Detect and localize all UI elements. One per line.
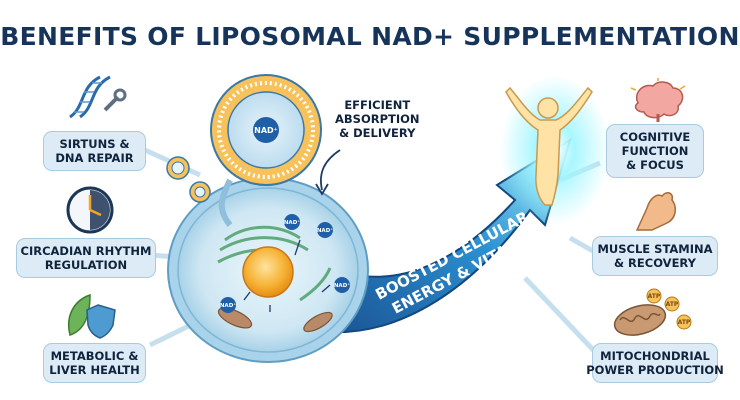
svg-text:ATP: ATP	[648, 293, 661, 300]
liposome-nad	[253, 117, 279, 143]
dna-wrench-icon	[69, 75, 127, 119]
liposome-ring	[217, 81, 315, 179]
svg-text:NAD⁺: NAD⁺	[220, 302, 236, 309]
svg-text:NAD⁺: NAD⁺	[334, 282, 350, 289]
clock-icon	[66, 186, 114, 234]
page-title: BENEFITS OF LIPOSOMAL NAD+ SUPPLEMENTATI…	[0, 22, 740, 51]
cell-mitochondria	[217, 307, 333, 333]
callout-circadian-rhythm: CIRCADIAN RHYTHM REGULATION	[16, 238, 156, 278]
svg-text:ATP: ATP	[678, 319, 691, 326]
human-figure-icon	[505, 86, 593, 206]
growth-arrow	[308, 137, 572, 334]
callout-mitochondrial-power: MITOCHONDRIAL POWER PRODUCTION	[586, 343, 724, 383]
liposome-stem	[218, 178, 233, 227]
muscle-arm-icon	[635, 192, 677, 231]
callout-sirtuns-dna-repair: SIRTUNS & DNA REPAIR	[43, 131, 146, 171]
small-liposomes	[166, 156, 211, 203]
svg-text:NAD⁺: NAD⁺	[317, 227, 333, 234]
mitochondria-icon: ATP ATP ATP	[613, 288, 692, 336]
callout-cognitive-function: COGNITIVE FUNCTION & FOCUS	[606, 124, 704, 178]
leaf-shield-icon	[68, 293, 116, 339]
callout-muscle-stamina: MUSCLE STAMINA & RECOVERY	[592, 236, 718, 276]
nucleus	[242, 246, 294, 298]
svg-text:ATP: ATP	[666, 301, 679, 308]
liposome-nad-label: NAD⁺	[254, 126, 278, 135]
callout-metabolic-liver: METABOLIC & LIVER HEALTH	[43, 343, 146, 383]
absorption-arrow	[320, 149, 341, 191]
absorption-label: EFFICIENT ABSORPTION & DELIVERY	[335, 98, 420, 140]
svg-text:NAD⁺: NAD⁺	[284, 219, 300, 226]
brain-icon	[630, 78, 686, 122]
small-arrows	[243, 239, 331, 312]
nad-molecules: NAD⁺ NAD⁺ NAD⁺ NAD⁺	[220, 214, 350, 313]
